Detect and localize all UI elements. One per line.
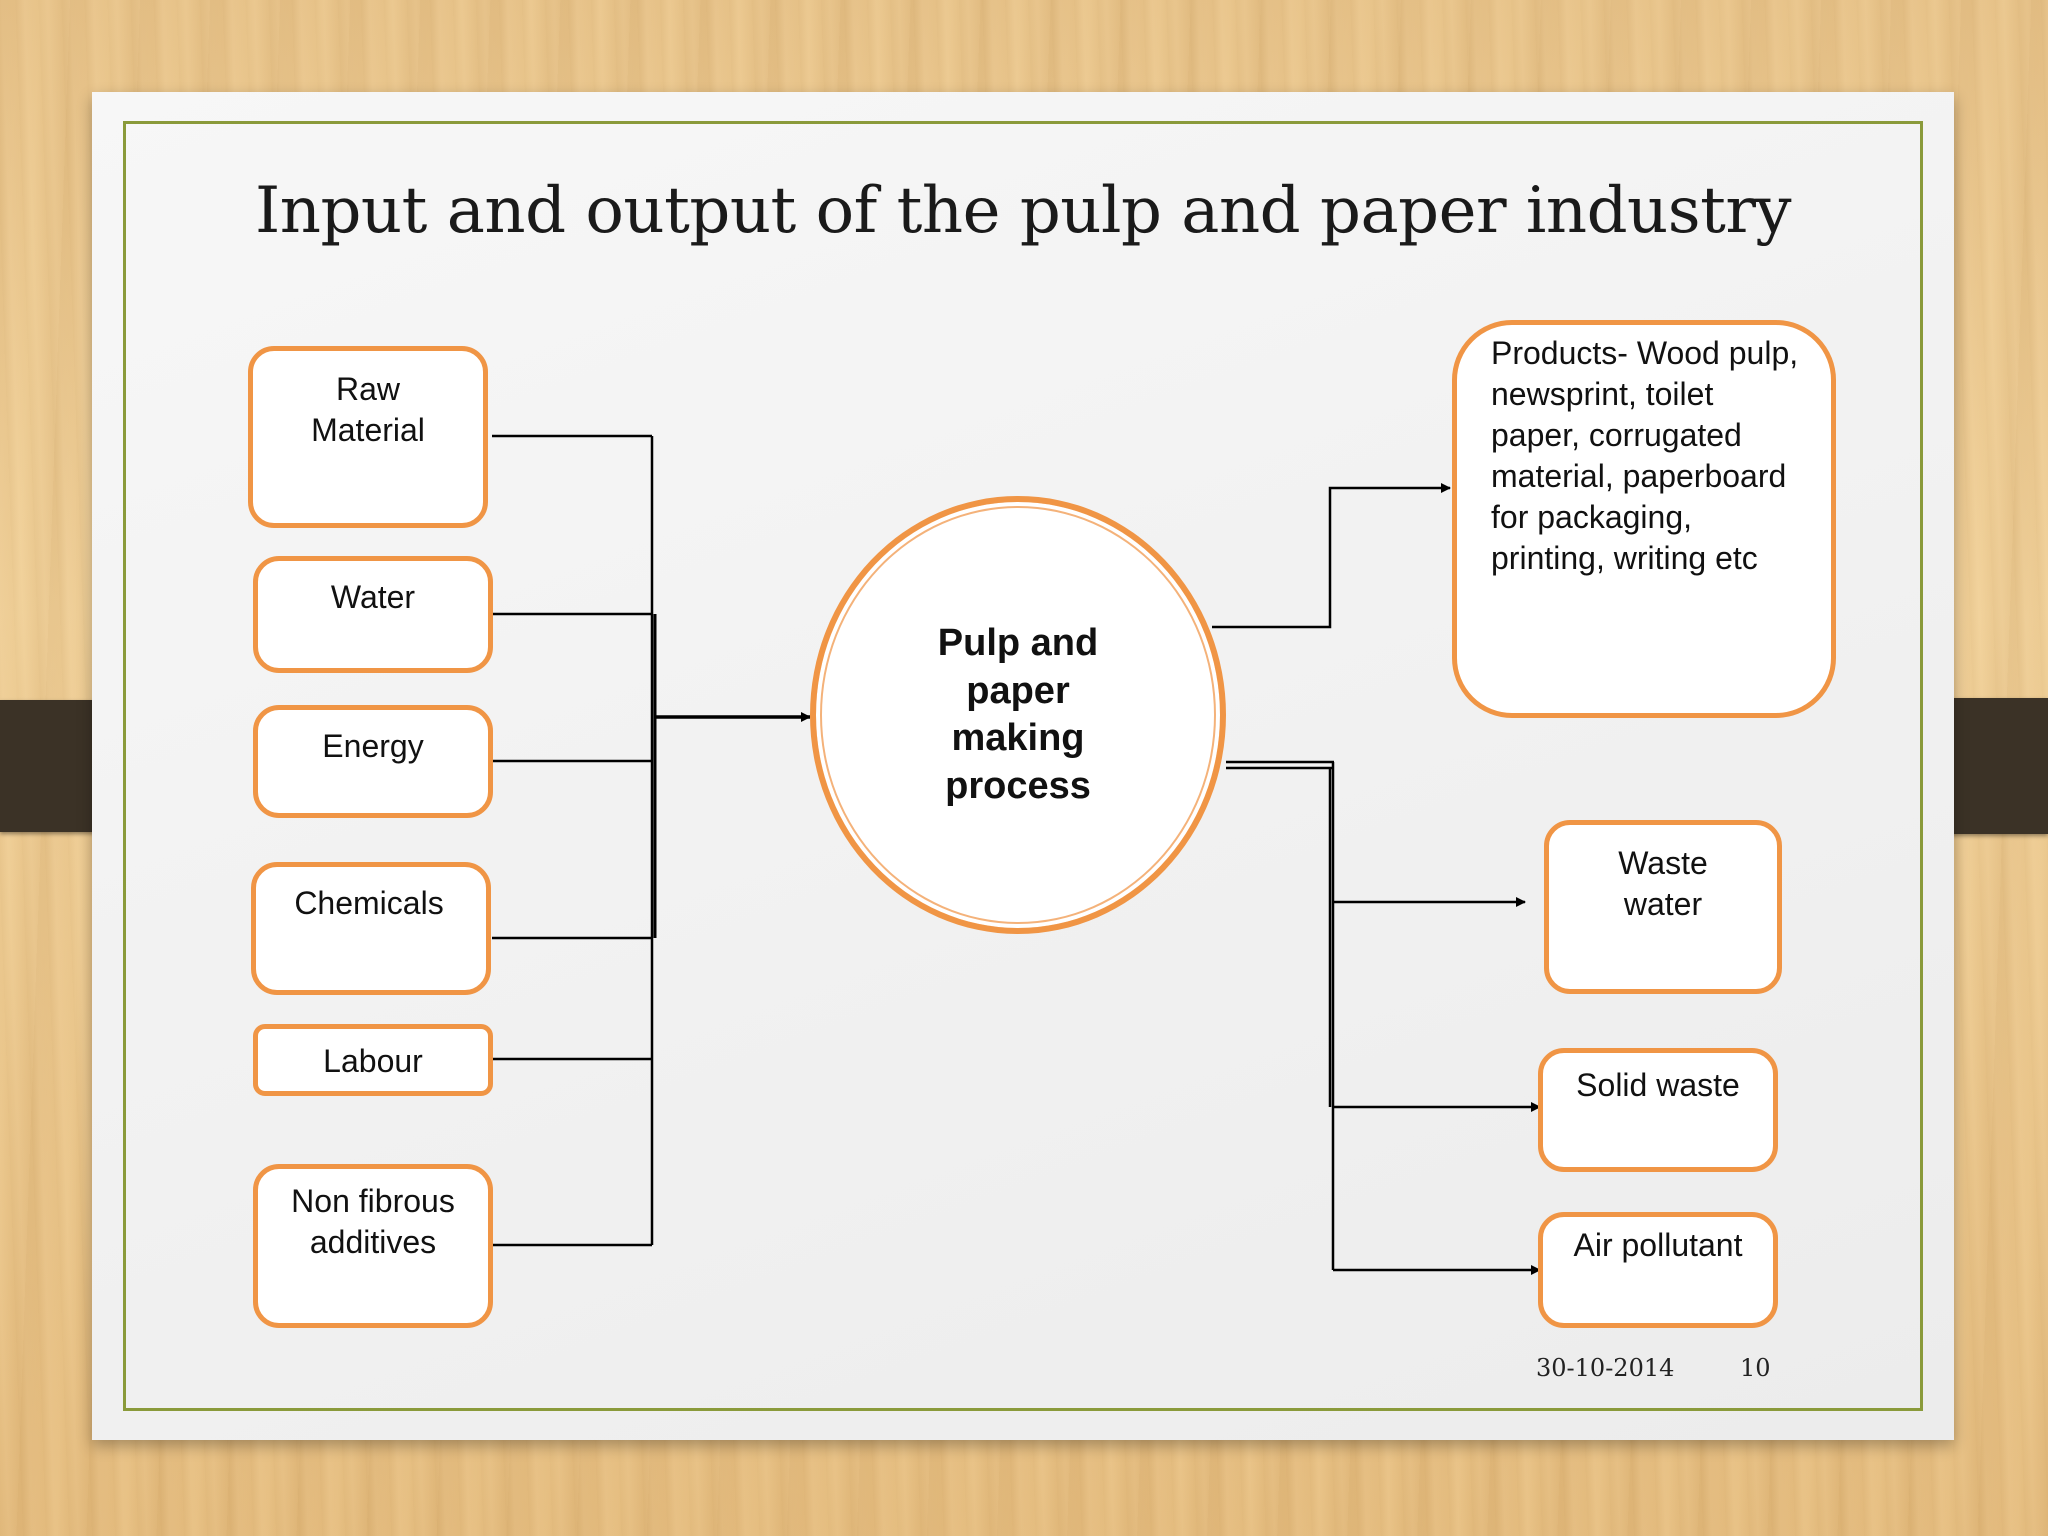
slide-number: 10 xyxy=(1740,1354,1771,1382)
products-arrow xyxy=(1212,483,1451,629)
input-non-fibrous-additives-label: Non fibrous additives xyxy=(291,1183,455,1260)
input-labour: Labour xyxy=(253,1024,493,1096)
slide-date: 30-10-2014 xyxy=(1536,1354,1675,1382)
input-energy-label: Energy xyxy=(322,728,424,764)
output-solid-waste-label: Solid waste xyxy=(1576,1067,1740,1103)
slide-border xyxy=(123,121,1923,1411)
output-waste-water-label: Waste water xyxy=(1618,845,1708,922)
input-raw-material: Raw Material xyxy=(248,346,488,528)
output-air-pollutant-label: Air pollutant xyxy=(1573,1227,1743,1263)
input-chemicals: Chemicals xyxy=(251,862,491,995)
input-water-label: Water xyxy=(330,579,416,615)
output-products-label: Products- Wood pulp, newsprint, toilet p… xyxy=(1491,335,1799,576)
slide-title: Input and output of the pulp and paper i… xyxy=(254,174,1792,248)
output-products: Products- Wood pulp, newsprint, toilet p… xyxy=(1452,320,1836,718)
input-chemicals-label: Chemicals xyxy=(294,885,444,921)
input-water: Water xyxy=(253,556,493,673)
input-energy: Energy xyxy=(253,705,493,818)
process-circle: Pulp and paper making process xyxy=(810,496,1226,934)
input-labour-label: Labour xyxy=(323,1043,423,1079)
output-air-pollutant: Air pollutant xyxy=(1538,1212,1778,1328)
process-label: Pulp and paper making process xyxy=(937,622,1099,807)
input-raw-material-label: Raw Material xyxy=(311,371,425,448)
output-solid-waste: Solid waste xyxy=(1538,1048,1778,1172)
output-waste-water: Waste water xyxy=(1544,820,1782,994)
input-non-fibrous-additives: Non fibrous additives xyxy=(253,1164,493,1328)
